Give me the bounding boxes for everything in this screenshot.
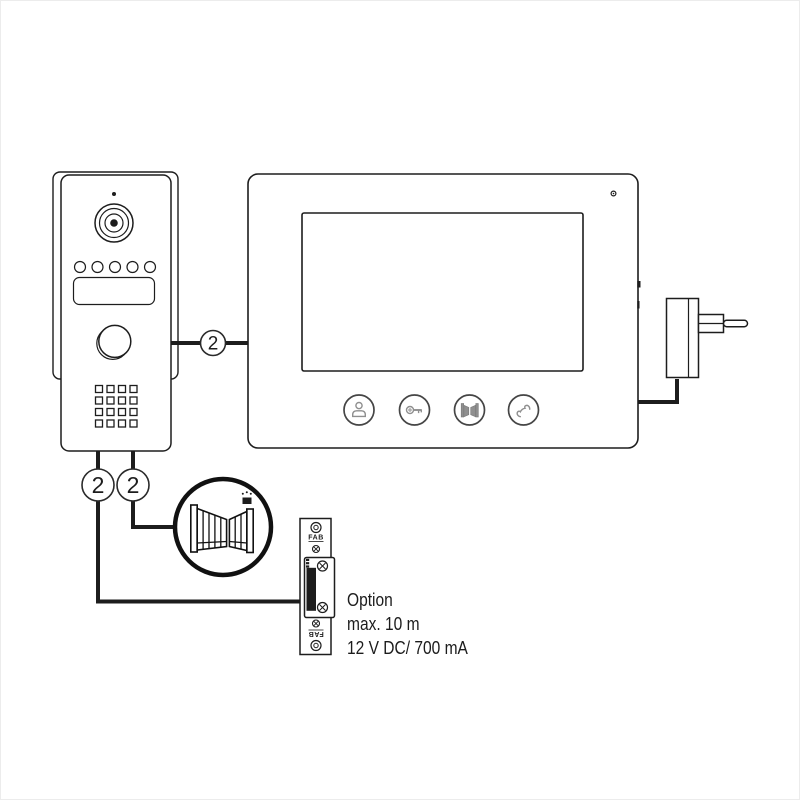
gate-icon bbox=[460, 403, 479, 418]
strike-brand-bottom: FAB bbox=[308, 630, 324, 637]
call-button bbox=[96, 324, 132, 360]
indoor-monitor bbox=[247, 173, 641, 449]
gate-indicator bbox=[172, 476, 274, 578]
screw-icon bbox=[310, 521, 322, 534]
gate-circle bbox=[172, 476, 274, 578]
power-adapter bbox=[665, 297, 749, 379]
monitor-led-icon bbox=[610, 190, 617, 197]
wire-count-label: 2 bbox=[208, 334, 219, 355]
screw-icon bbox=[311, 544, 321, 554]
strike-jaw bbox=[306, 567, 316, 611]
option-note-line: 12 V DC/ 700 mA bbox=[347, 637, 468, 658]
monitor-screen bbox=[301, 212, 584, 372]
monitor-buttons bbox=[343, 394, 540, 426]
screw-icon bbox=[316, 560, 329, 572]
adapter-body bbox=[665, 297, 700, 379]
phone-icon bbox=[516, 404, 531, 418]
option-note-line: max. 10 m bbox=[347, 613, 420, 634]
screw-icon bbox=[310, 639, 322, 652]
screw-icon bbox=[316, 601, 329, 614]
strike-brand-bottom-group: FAB bbox=[308, 629, 324, 637]
screw-icon bbox=[311, 619, 321, 628]
strike-brand-top: FAB bbox=[308, 535, 324, 542]
wire-count-label: 2 bbox=[92, 472, 105, 498]
side-switch bbox=[637, 281, 641, 288]
option-note: Option max. 10 m 12 V DC/ 700 mA bbox=[347, 588, 468, 660]
wire-count-label: 2 bbox=[127, 472, 140, 498]
door-station bbox=[52, 171, 179, 452]
strike-notch bbox=[306, 565, 310, 568]
gate-open-icon bbox=[190, 504, 255, 554]
led-row bbox=[73, 260, 157, 274]
side-switch bbox=[637, 301, 640, 309]
flash-lamp-icon bbox=[241, 491, 252, 504]
monitor-button bbox=[453, 394, 486, 426]
microphone-dot-icon bbox=[112, 192, 116, 196]
plug-prong-icon bbox=[722, 319, 749, 328]
wire-count-badge: 2 bbox=[199, 329, 227, 357]
monitor-button bbox=[507, 394, 540, 426]
person-icon bbox=[352, 401, 366, 418]
option-note-line: Option bbox=[347, 589, 393, 610]
wire-count-badge: 2 bbox=[81, 468, 115, 502]
wire-count-badges: 2 2 2 bbox=[81, 329, 227, 502]
strike-notch bbox=[306, 562, 310, 565]
speaker-grille bbox=[94, 384, 138, 428]
wire-monitor-adapter bbox=[637, 379, 679, 404]
camera-lens-icon bbox=[94, 203, 134, 243]
wire-count-badge: 2 bbox=[116, 468, 150, 502]
key-icon bbox=[405, 405, 422, 415]
monitor-button bbox=[398, 394, 431, 426]
strike-notch bbox=[306, 558, 310, 561]
door-strike: FAB FAB bbox=[299, 517, 336, 656]
name-plate-window bbox=[72, 276, 156, 306]
monitor-button bbox=[343, 394, 375, 426]
door-station-panel bbox=[60, 174, 172, 452]
